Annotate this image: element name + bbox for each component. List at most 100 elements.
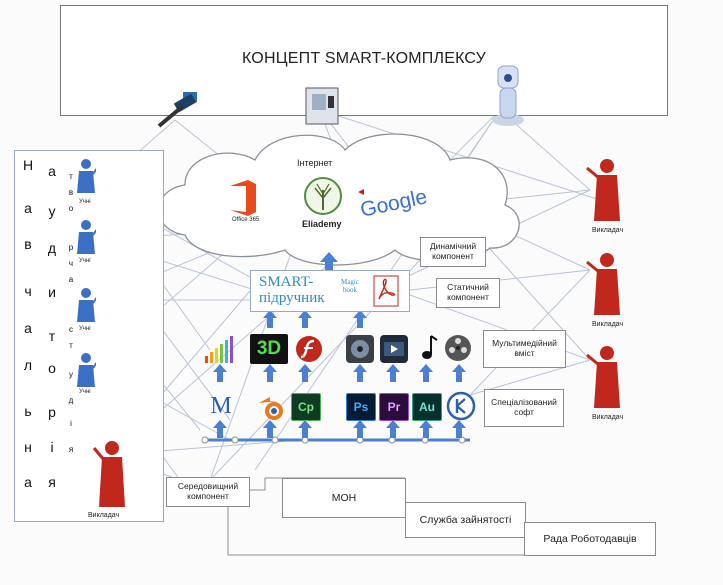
col2-char: д (47, 240, 57, 256)
col1-char: л (23, 357, 33, 373)
film-reel-icon (445, 335, 471, 361)
video-editor-icon (380, 335, 408, 363)
student-label: Учні (79, 258, 91, 264)
smart-textbook-title: SMART- підручник (259, 274, 325, 307)
office-logo-icon (230, 180, 256, 216)
jackhammer-icon (157, 92, 197, 128)
col2-char: і (50, 439, 54, 455)
student-icon (77, 159, 96, 193)
col1-char: Н (22, 157, 34, 173)
robot-arm-icon (492, 65, 524, 126)
col1-char: а (24, 320, 32, 336)
blender-icon (259, 397, 283, 420)
student-label: Учні (79, 199, 91, 205)
mon-label: МОН (331, 491, 357, 504)
left-classroom-panel (14, 150, 164, 522)
col2-char: т (48, 328, 56, 344)
col1-char: ь (24, 403, 32, 419)
right-teacher-label: Викладач (592, 227, 624, 234)
employment-service-box: Служба зайнятості (405, 502, 526, 538)
magic-line1: Magic (341, 278, 359, 286)
teacher-label: Викладач (88, 512, 120, 519)
concept-title-box: КОНЦЕПТ SMART-КОМПЛЕКСУ (60, 5, 668, 116)
eliademy-tree-icon (304, 177, 342, 215)
teacher-icon (586, 253, 620, 315)
right-teacher-label: Викладач (592, 321, 624, 328)
cnc-machine-icon (305, 87, 339, 125)
premiere-tile: Pr (379, 393, 409, 421)
environment-component-box: Середовищний компонент (166, 477, 250, 507)
student-label: Учні (79, 326, 91, 332)
office-label: Office 365 (232, 217, 260, 223)
software-label: Спеціалізований софт (491, 397, 557, 417)
col2-char: о (48, 360, 56, 376)
col3-char: т (69, 172, 73, 181)
internet-label: Інтернет (297, 158, 333, 168)
3d-label: 3D (256, 338, 282, 359)
col2-char: р (48, 404, 56, 420)
col3-char: т (69, 341, 73, 350)
col3-char: а (68, 275, 74, 284)
moodle-m-tile: M (207, 393, 235, 419)
smart-textbook-box: SMART- підручник Magic book (250, 270, 410, 312)
student-icon (77, 288, 96, 322)
photoshop-tile: Ps (346, 393, 376, 421)
student-label: Учні (79, 389, 91, 395)
camera-reel-icon (346, 335, 374, 363)
teacher-icon (586, 346, 620, 408)
smart-title-line2: підручник (259, 290, 325, 306)
3d-tile: 3D (250, 334, 288, 364)
col3-char: у (69, 370, 73, 379)
col3-char: о (68, 204, 74, 213)
col1-char: н (24, 439, 32, 455)
multimedia-label: Мультимедійний вміст (492, 338, 557, 358)
employers-council-label: Рада Роботодавців (543, 532, 637, 545)
captivate-label: Cp (298, 400, 314, 414)
teacher-icon (586, 159, 620, 221)
col3-char: р (68, 243, 74, 252)
software-box: Спеціалізований софт (484, 389, 564, 427)
premiere-label: Pr (387, 400, 401, 414)
col1-char: в (24, 236, 32, 252)
col3-char: в (68, 188, 74, 197)
flash-icon (296, 336, 322, 362)
mon-box: МОН (282, 478, 406, 518)
col2-char: у (48, 203, 56, 219)
student-icon (77, 353, 96, 387)
acrobat-icon (373, 275, 399, 307)
col3-char: д (68, 396, 74, 405)
music-note-icon (422, 335, 438, 359)
smart-title-line1: SMART- (259, 274, 314, 291)
bar-chart-icon (205, 336, 233, 363)
col2-char: и (48, 284, 56, 300)
magic-line2: book (342, 285, 357, 294)
col3-char: і (70, 419, 72, 428)
audition-tile: Au (412, 393, 442, 421)
captivate-tile: Cp (291, 393, 321, 421)
dynamic-component-box: Динамічний компонент (420, 237, 486, 267)
eliademy-label: Eliademy (302, 219, 342, 229)
environment-component-label: Середовищний компонент (177, 481, 239, 501)
right-teacher-label: Викладач (592, 414, 624, 421)
col3-char: ч (68, 259, 74, 268)
concept-title: КОНЦЕПТ SMART-КОМПЛЕКСУ (241, 50, 487, 67)
audition-label: Au (419, 400, 435, 414)
col1-char: а (24, 200, 32, 216)
static-component-label: Статичний компонент (447, 282, 489, 302)
static-component-box: Статичний компонент (436, 278, 500, 308)
multimedia-box: Мультимедійний вміст (483, 330, 566, 368)
student-icon (77, 220, 96, 254)
col1-char: а (24, 474, 32, 490)
photoshop-label: Ps (353, 400, 369, 414)
magic-book-label: Magic book (341, 278, 359, 294)
teacher-icon (92, 441, 125, 507)
col2-char: я (48, 474, 56, 490)
col3-char: я (68, 445, 74, 454)
moodle-label: M (210, 392, 232, 419)
employment-service-label: Служба зайнятості (419, 513, 512, 526)
employers-council-box: Рада Роботодавців (524, 522, 656, 556)
kompas-icon (446, 391, 476, 421)
col3-char: с (69, 325, 73, 334)
dynamic-component-label: Динамічний компонент (429, 241, 477, 261)
